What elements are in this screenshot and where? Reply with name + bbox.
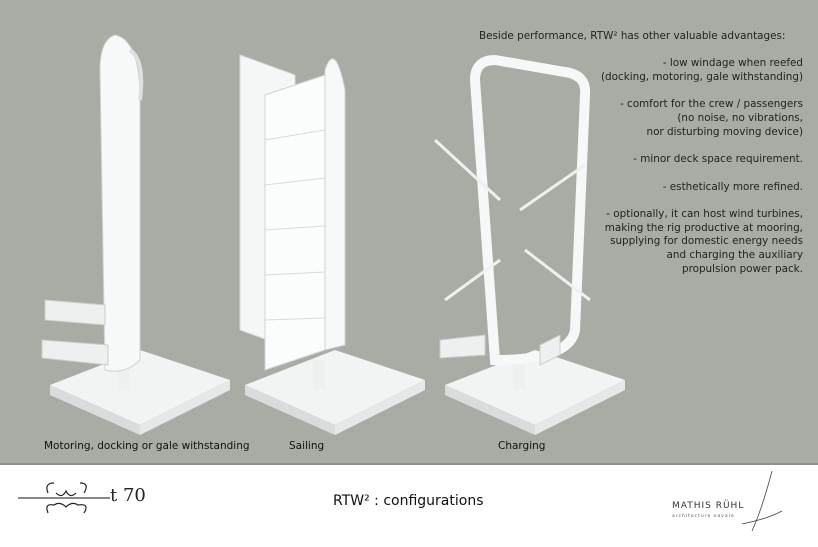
advantages-title: Beside performance, RTW² has other valua… (479, 30, 786, 42)
caption-charging: Charging (498, 440, 546, 452)
mathis-ruhl-logo: MATHIS RÜHL architecture navale (672, 469, 812, 543)
slide-title: RTW² : configurations (333, 493, 484, 509)
caption-sailing: Sailing (289, 440, 325, 452)
advantages-text: Beside performance, RTW² has other valua… (473, 30, 803, 290)
advantage-item: - low windage when reefed (docking, moto… (600, 57, 803, 84)
rig-render-charging (433, 54, 625, 435)
rig-render-sailing (239, 54, 425, 435)
advantage-item: - minor deck space requirement. (633, 153, 803, 166)
caption-motoring: Motoring, docking or gale withstanding (44, 440, 250, 452)
advantage-item: - optionally, it can host wind turbines,… (604, 208, 803, 275)
logo-name: MATHIS RÜHL (672, 500, 744, 511)
t70-logo-text: t 70 (110, 485, 146, 506)
advantage-item: - esthetically more refined. (662, 180, 803, 193)
footer: t 70 RTW² : configurations MATHIS RÜHL a… (0, 463, 818, 547)
rig-render-motoring (41, 34, 230, 435)
slide-area: Motoring, docking or gale withstanding S… (0, 0, 818, 463)
advantage-item: - comfort for the crew / passengers (no … (619, 98, 803, 138)
logo-subtitle: architecture navale (672, 513, 735, 519)
t70-logo: t 70 (18, 477, 188, 531)
